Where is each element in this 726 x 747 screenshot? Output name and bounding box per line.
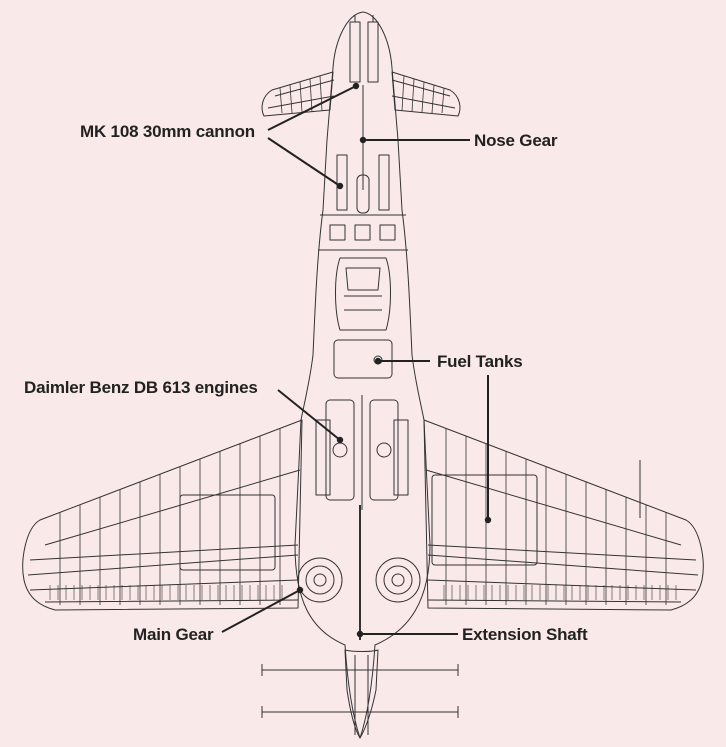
main-wing-right <box>423 419 704 611</box>
label-nose-gear: Nose Gear <box>474 131 558 150</box>
canopy <box>335 257 391 331</box>
canard-right <box>391 71 461 117</box>
label-fuel-tanks: Fuel Tanks <box>437 352 523 371</box>
label-cannon: MK 108 30mm cannon <box>80 122 255 141</box>
label-main-gear: Main Gear <box>133 625 214 644</box>
leader-cannon-1 <box>267 85 357 131</box>
tail-cone <box>344 649 379 739</box>
main-wing-left <box>22 419 303 611</box>
leader-main-gear <box>221 589 301 633</box>
cannon-group <box>336 15 390 211</box>
leader-engines <box>277 389 341 441</box>
engine-block <box>315 395 409 510</box>
leader-cannon-2 <box>267 137 341 187</box>
main-gear-wheels <box>297 557 421 603</box>
fuselage-fuel-tank <box>333 339 393 379</box>
label-engines: Daimler Benz DB 613 engines <box>24 378 258 397</box>
canard-left <box>261 71 334 117</box>
label-extension-shaft: Extension Shaft <box>462 625 588 644</box>
